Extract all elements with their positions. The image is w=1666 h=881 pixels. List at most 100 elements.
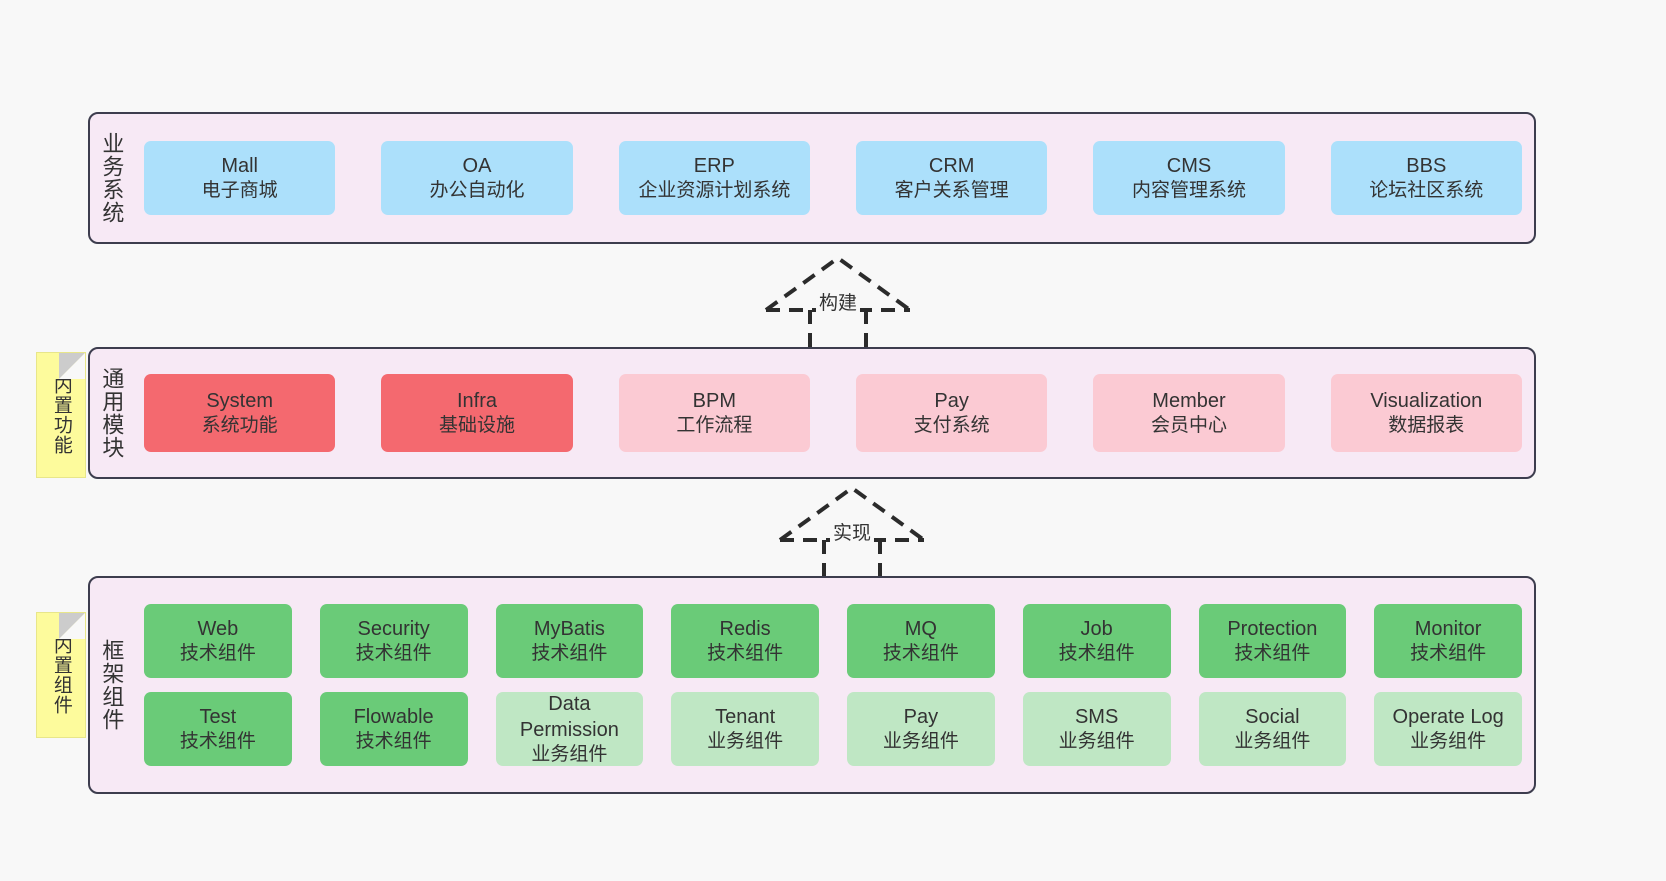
card-bbs-title: BBS	[1406, 154, 1447, 177]
card-monitor[interactable]: Monitor 技术组件	[1374, 604, 1522, 678]
card-system-sub: 系统功能	[201, 414, 278, 436]
card-cms-title: CMS	[1166, 154, 1212, 177]
card-flowable-title: Flowable	[353, 705, 434, 728]
module-card-row: System 系统功能 Infra 基础设施 BPM 工作流程 Pay 支付系统…	[144, 374, 1522, 452]
layer-framework-component-body: Web 技术组件 Security 技术组件 MyBatis 技术组件 Redi…	[132, 578, 1534, 792]
card-bpm-sub: 工作流程	[676, 414, 753, 436]
sticky-note-builtin-function: 内置功能	[36, 352, 86, 478]
card-job-title: Job	[1080, 617, 1113, 640]
card-sms[interactable]: SMS 业务组件	[1022, 692, 1171, 766]
arrow-build-label: 构建	[815, 288, 861, 315]
card-mall-sub: 电子商城	[201, 179, 278, 201]
card-test-title: Test	[199, 705, 237, 728]
card-erp-sub: 企业资源计划系统	[638, 179, 791, 201]
card-mq[interactable]: MQ 技术组件	[847, 604, 995, 678]
business-card-grid: Mall 电子商城 OA 办公自动化 ERP 企业资源计划系统 CRM 客户关系…	[144, 127, 1522, 229]
card-flowable[interactable]: Flowable 技术组件	[319, 692, 468, 766]
card-erp[interactable]: ERP 企业资源计划系统	[618, 141, 810, 215]
card-bbs[interactable]: BBS 论坛社区系统	[1330, 141, 1522, 215]
card-protection-sub: 技术组件	[1234, 642, 1311, 664]
card-operate-log[interactable]: Operate Log 业务组件	[1374, 692, 1522, 766]
card-mybatis-title: MyBatis	[533, 617, 605, 640]
card-data-permission[interactable]: Data Permission 业务组件	[495, 692, 644, 766]
card-tenant-title: Tenant	[715, 705, 776, 728]
layer-framework-component-label: 框架组件	[99, 639, 125, 731]
sticky-note-builtin-function-label: 内置功能	[50, 375, 72, 455]
arrow-build: 构建	[748, 252, 928, 352]
layer-common-module-body: System 系统功能 Infra 基础设施 BPM 工作流程 Pay 支付系统…	[132, 349, 1534, 477]
card-cms-sub: 内容管理系统	[1131, 179, 1246, 201]
card-pay-module-sub: 支付系统	[913, 414, 990, 436]
card-test-sub: 技术组件	[179, 730, 256, 752]
card-security[interactable]: Security 技术组件	[319, 604, 468, 678]
card-mq-title: MQ	[904, 617, 937, 640]
card-bpm[interactable]: BPM 工作流程	[618, 374, 810, 452]
card-social-title: Social	[1245, 705, 1300, 728]
arrow-realize-label: 实现	[829, 518, 875, 545]
card-operate-log-title: Operate Log	[1392, 705, 1504, 728]
card-bbs-sub: 论坛社区系统	[1369, 179, 1484, 201]
card-infra[interactable]: Infra 基础设施	[381, 374, 573, 452]
layer-business-system: 业务系统 Mall 电子商城 OA 办公自动化 ERP 企业资源计划系统 CRM…	[88, 112, 1536, 244]
card-social-sub: 业务组件	[1234, 730, 1311, 752]
sticky-note-builtin-component-label: 内置组件	[50, 635, 72, 715]
card-protection[interactable]: Protection 技术组件	[1198, 604, 1347, 678]
card-mall[interactable]: Mall 电子商城	[144, 141, 336, 215]
card-pay-component-sub: 业务组件	[882, 730, 959, 752]
card-mybatis-sub: 技术组件	[531, 642, 608, 664]
card-protection-title: Protection	[1227, 617, 1318, 640]
card-infra-sub: 基础设施	[438, 414, 515, 436]
card-monitor-sub: 技术组件	[1410, 642, 1487, 664]
card-visualization-title: Visualization	[1370, 389, 1483, 412]
card-bpm-title: BPM	[692, 389, 736, 412]
card-security-sub: 技术组件	[355, 642, 432, 664]
card-oa-title: OA	[462, 154, 492, 177]
card-member[interactable]: Member 会员中心	[1093, 374, 1285, 452]
card-job-sub: 技术组件	[1058, 642, 1135, 664]
card-job[interactable]: Job 技术组件	[1022, 604, 1171, 678]
framework-biz-row: Test 技术组件 Flowable 技术组件 Data Permission …	[144, 692, 1522, 766]
layer-business-system-body: Mall 电子商城 OA 办公自动化 ERP 企业资源计划系统 CRM 客户关系…	[132, 114, 1534, 242]
card-member-title: Member	[1152, 389, 1226, 412]
business-card-row: Mall 电子商城 OA 办公自动化 ERP 企业资源计划系统 CRM 客户关系…	[144, 141, 1522, 215]
card-crm[interactable]: CRM 客户关系管理	[855, 141, 1048, 215]
card-redis[interactable]: Redis 技术组件	[671, 604, 819, 678]
card-infra-title: Infra	[456, 389, 497, 412]
layer-framework-component: 框架组件 Web 技术组件 Security 技术组件 MyBatis 技术组件…	[88, 576, 1536, 794]
card-monitor-title: Monitor	[1414, 617, 1482, 640]
card-mall-title: Mall	[221, 154, 258, 177]
card-operate-log-sub: 业务组件	[1410, 730, 1487, 752]
card-redis-sub: 技术组件	[707, 642, 784, 664]
card-web-sub: 技术组件	[179, 642, 256, 664]
card-mybatis[interactable]: MyBatis 技术组件	[495, 604, 644, 678]
card-data-permission-sub: 业务组件	[531, 743, 608, 765]
card-pay-module-title: Pay	[934, 389, 969, 412]
card-system[interactable]: System 系统功能	[144, 374, 336, 452]
card-test[interactable]: Test 技术组件	[144, 692, 292, 766]
framework-card-grid: Web 技术组件 Security 技术组件 MyBatis 技术组件 Redi…	[144, 590, 1522, 780]
card-crm-sub: 客户关系管理	[894, 179, 1009, 201]
card-mq-sub: 技术组件	[882, 642, 959, 664]
arrow-realize: 实现	[762, 482, 942, 582]
card-pay-module[interactable]: Pay 支付系统	[855, 374, 1048, 452]
card-visualization[interactable]: Visualization 数据报表	[1330, 374, 1522, 452]
card-visualization-sub: 数据报表	[1388, 414, 1465, 436]
card-security-title: Security	[357, 617, 430, 640]
card-web-title: Web	[197, 617, 239, 640]
card-oa-sub: 办公自动化	[429, 179, 525, 201]
card-web[interactable]: Web 技术组件	[144, 604, 292, 678]
card-cms[interactable]: CMS 内容管理系统	[1093, 141, 1285, 215]
sticky-note-builtin-component: 内置组件	[36, 612, 86, 738]
card-erp-title: ERP	[693, 154, 735, 177]
card-system-title: System	[206, 389, 273, 412]
layer-business-system-label: 业务系统	[99, 132, 125, 224]
card-sms-sub: 业务组件	[1058, 730, 1135, 752]
card-tenant[interactable]: Tenant 业务组件	[671, 692, 819, 766]
card-member-sub: 会员中心	[1150, 414, 1227, 436]
card-pay-component[interactable]: Pay 业务组件	[847, 692, 995, 766]
card-sms-title: SMS	[1074, 705, 1119, 728]
card-pay-component-title: Pay	[903, 705, 939, 728]
card-oa[interactable]: OA 办公自动化	[381, 141, 573, 215]
card-social[interactable]: Social 业务组件	[1198, 692, 1347, 766]
card-data-permission-title: Data Permission	[519, 692, 619, 741]
